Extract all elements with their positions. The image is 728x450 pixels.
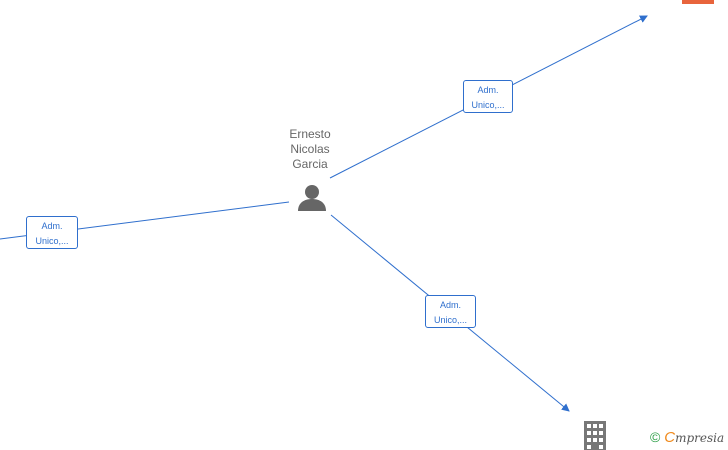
- relation-label-left[interactable]: Adm. Unico,...: [26, 216, 78, 249]
- person-name-line-3: Garcia: [292, 157, 328, 171]
- person-name[interactable]: Ernesto Nicolas Garcia: [268, 127, 352, 172]
- copyright-symbol: ©: [650, 429, 661, 445]
- person-name-line-2: Nicolas: [290, 142, 330, 156]
- relation-label-line-1: Adm.: [41, 221, 63, 231]
- brand-initial: C: [664, 429, 676, 446]
- brand-name: mpresia: [675, 431, 725, 445]
- building-icon-top-right[interactable]: [682, 0, 714, 4]
- relation-label-top-right[interactable]: Adm. Unico,...: [463, 80, 513, 113]
- relation-label-line-2: Unico,...: [471, 100, 505, 110]
- relation-label-line-1: Adm.: [439, 300, 461, 310]
- building-icon-bottom-right[interactable]: [584, 421, 606, 450]
- relation-label-line-1: Adm.: [477, 85, 499, 95]
- person-name-line-1: Ernesto: [289, 127, 331, 141]
- relation-label-line-2: Unico,...: [433, 315, 467, 325]
- relation-label-line-2: Unico,...: [35, 236, 69, 246]
- person-icon[interactable]: [298, 185, 326, 211]
- footer-brand: © Cmpresia: [650, 429, 724, 446]
- relation-label-bottom-right[interactable]: Adm. Unico,...: [425, 295, 476, 328]
